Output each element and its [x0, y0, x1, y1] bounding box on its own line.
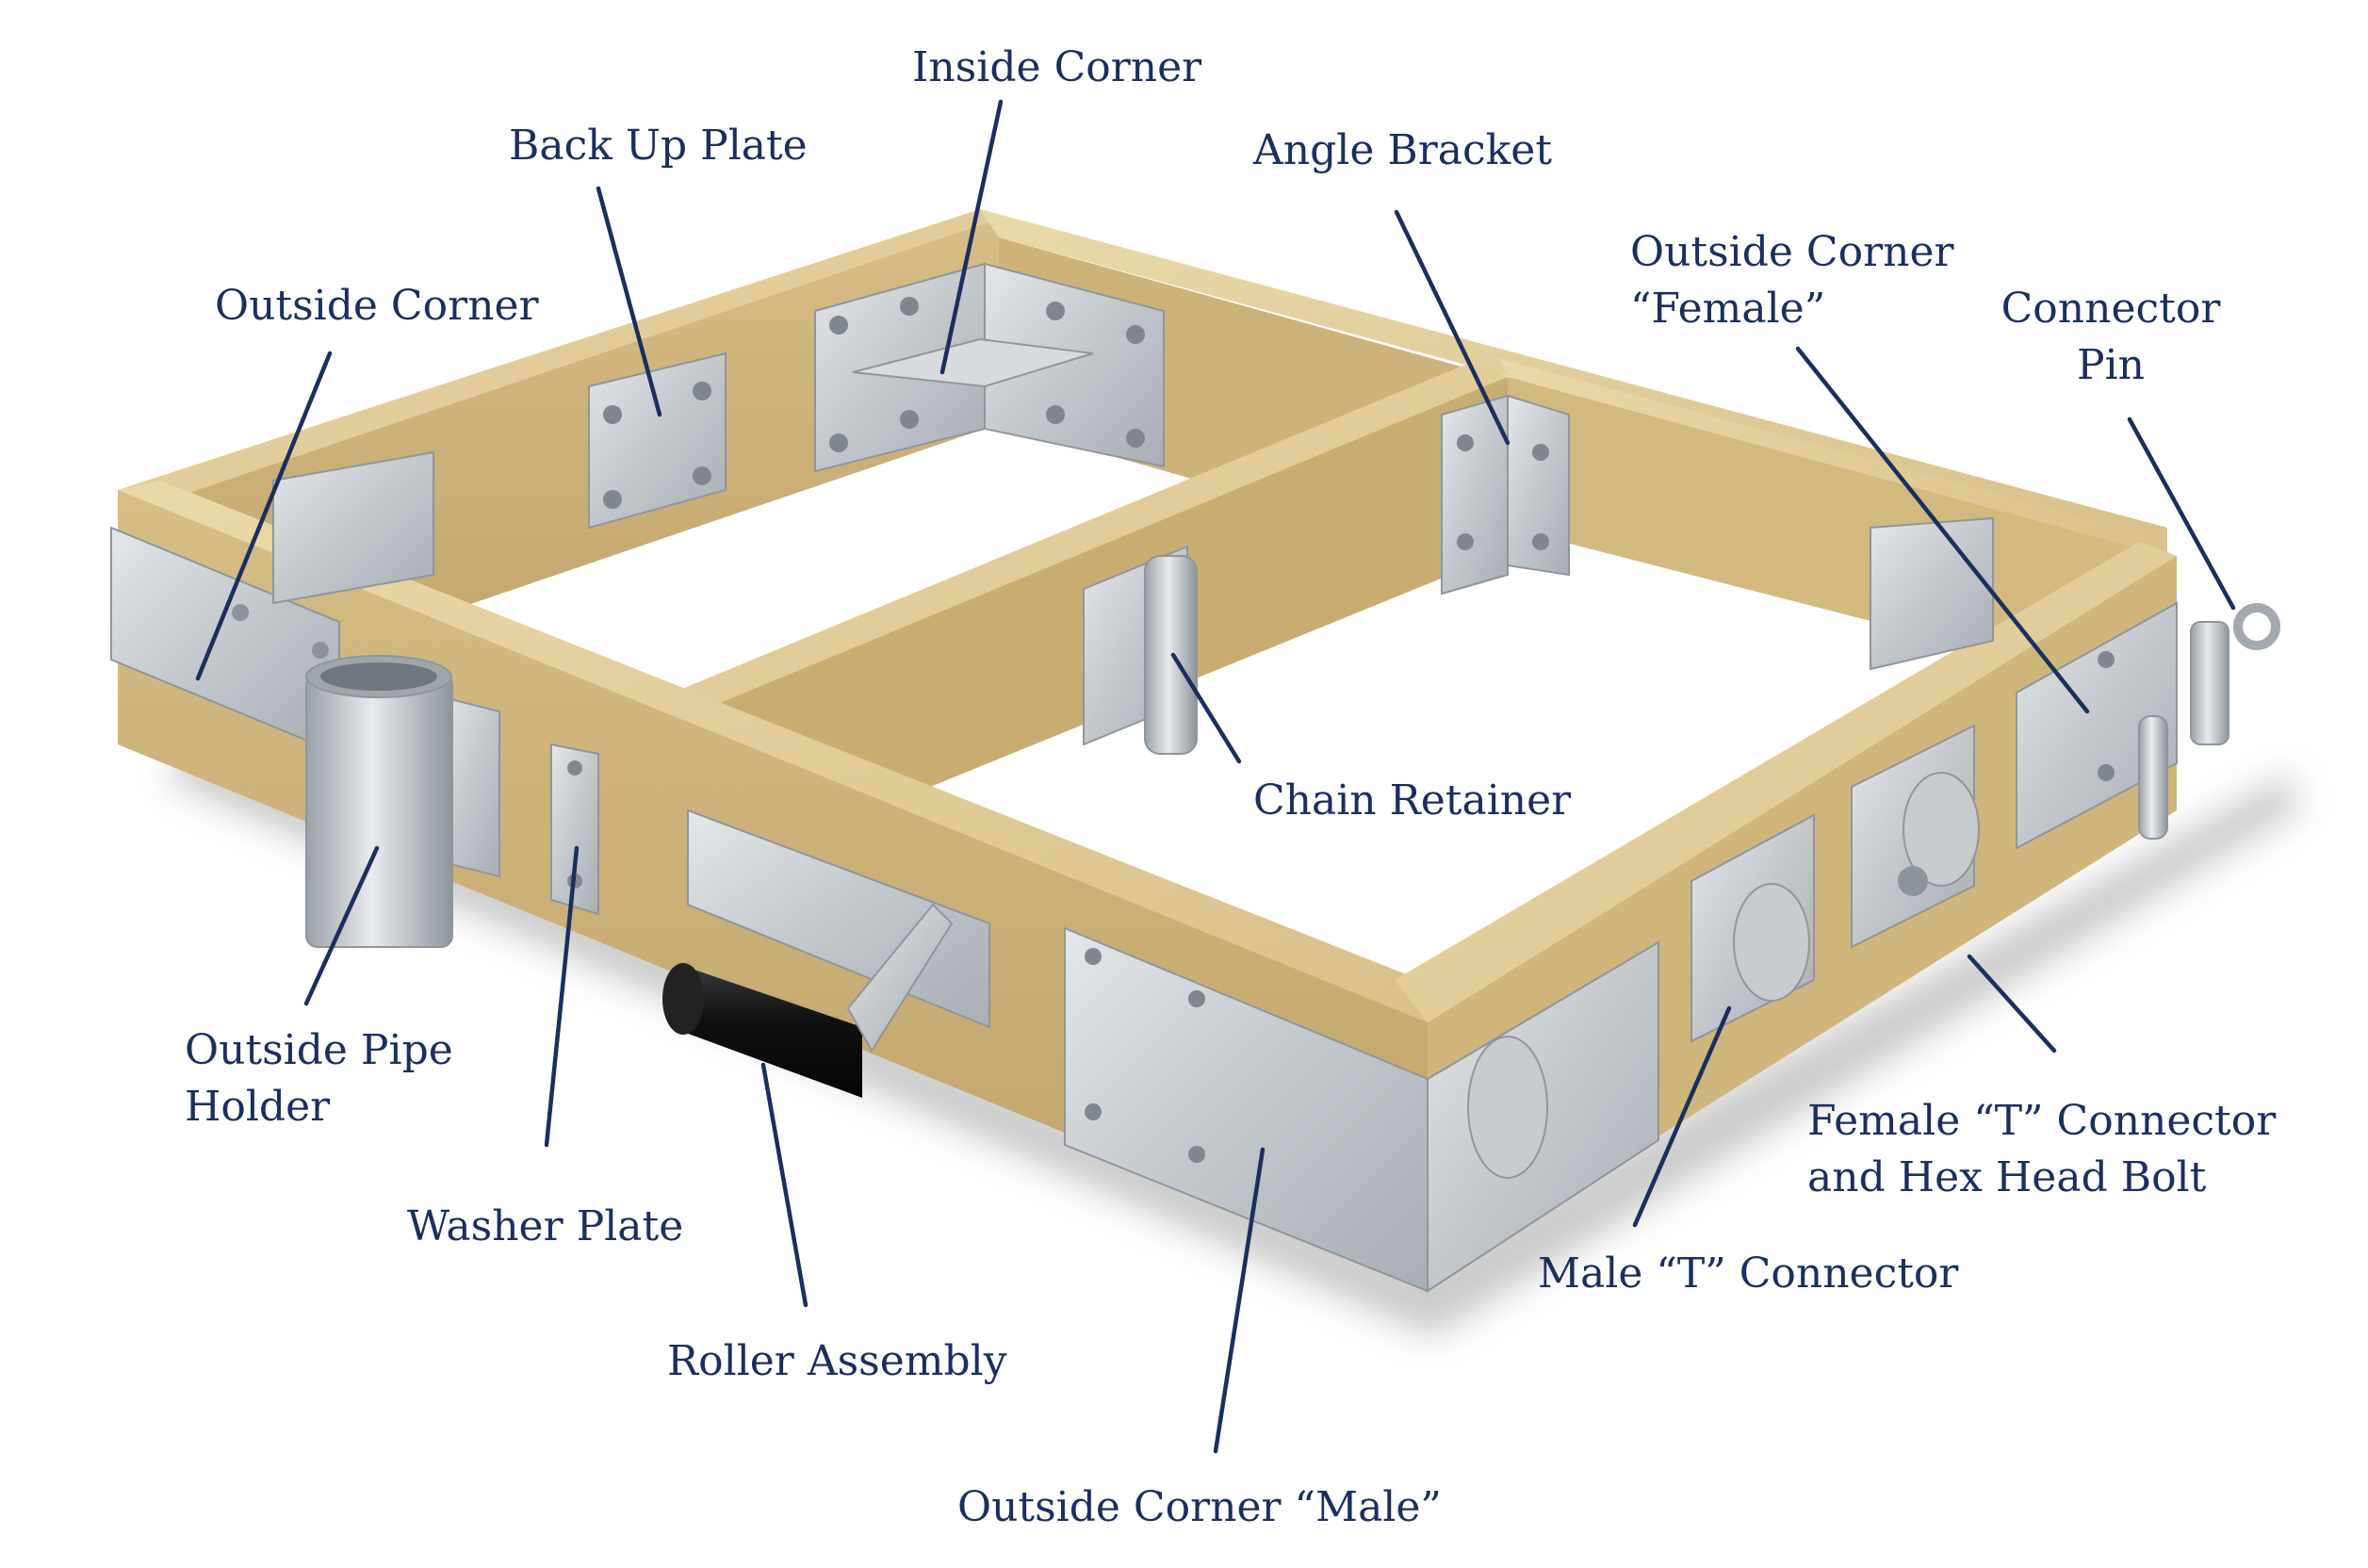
leader-inside-corner: [939, 99, 1004, 375]
leader-outside-corner-male: [1213, 1147, 1266, 1454]
leader-outside-corner-female: [1795, 346, 2090, 714]
label-connector-pin-line2: Pin: [2076, 341, 2145, 389]
label-outside-corner: Outside Corner: [215, 278, 539, 335]
leader-outside-corner: [195, 351, 333, 681]
label-outside-corner-text: Outside Corner: [215, 282, 539, 330]
outside-pipe-holder: [305, 655, 500, 948]
label-female-t-connector: Female “T” Connector and Hex Head Bolt: [1807, 1093, 2276, 1206]
label-outside-pipe-holder-line1: Outside Pipe: [185, 1026, 453, 1074]
label-inside-corner: Inside Corner: [912, 40, 1201, 96]
leader-roller-assembly: [760, 1062, 808, 1308]
connector-pin: [2138, 603, 2280, 840]
label-angle-bracket-text: Angle Bracket: [1253, 126, 1553, 174]
female-t-connector: [1851, 724, 1980, 949]
leader-washer-plate: [544, 845, 580, 1148]
outside-corner-left-plate: [110, 450, 434, 756]
label-outside-corner-female: Outside Corner “Female”: [1630, 224, 1954, 337]
outside-corner-male-plate: [1064, 926, 1659, 1293]
label-connector-pin: Connector Pin: [1998, 281, 2224, 394]
label-washer-plate-text: Washer Plate: [407, 1202, 684, 1250]
label-outside-pipe-holder-line2: Holder: [185, 1083, 331, 1131]
label-connector-pin-line1: Connector: [2001, 285, 2221, 333]
label-roller-assembly-text: Roller Assembly: [667, 1337, 1007, 1385]
label-inside-corner-text: Inside Corner: [912, 43, 1202, 91]
leader-back-up-plate: [596, 186, 662, 417]
label-washer-plate: Washer Plate: [407, 1199, 683, 1255]
label-back-up-plate-text: Back Up Plate: [509, 122, 808, 170]
chain-retainer: [1083, 545, 1198, 755]
angle-bracket: [1441, 394, 1570, 596]
label-male-t-connector: Male “T” Connector: [1538, 1246, 1958, 1302]
label-outside-pipe-holder: Outside Pipe Holder: [185, 1022, 453, 1135]
inside-corner-bracket: [814, 262, 1165, 473]
right-rail: [1498, 358, 2167, 697]
leader-angle-bracket: [1394, 209, 1511, 446]
frame-shadow: [170, 735, 2299, 1338]
label-chain-retainer-text: Chain Retainer: [1253, 776, 1572, 825]
outside-corner-female-plate: [2016, 601, 2178, 850]
roller-assembly: [662, 808, 990, 1098]
leader-outside-pipe-holder: [303, 845, 380, 1006]
male-t-connector: [1690, 813, 1815, 1043]
leader-connector-pin: [2127, 416, 2236, 611]
label-outside-corner-female-line1: Outside Corner: [1630, 228, 1954, 276]
leader-female-t-connector: [1967, 954, 2057, 1054]
leader-male-t-connector: [1632, 1005, 1732, 1228]
label-outside-corner-female-line2: “Female”: [1630, 285, 1826, 333]
label-back-up-plate: Back Up Plate: [509, 118, 808, 174]
label-roller-assembly: Roller Assembly: [667, 1333, 1007, 1390]
back-up-plate: [588, 351, 727, 530]
label-outside-corner-male-text: Outside Corner “Male”: [957, 1483, 1442, 1531]
leader-lines: [195, 99, 2236, 1454]
washer-plate: [550, 743, 599, 916]
leader-chain-retainer: [1170, 652, 1242, 764]
label-angle-bracket: Angle Bracket: [1253, 122, 1552, 179]
label-female-t-connector-line2: and Hex Head Bolt: [1807, 1153, 2207, 1201]
label-female-t-connector-line1: Female “T” Connector: [1807, 1097, 2277, 1145]
label-outside-corner-male: Outside Corner “Male”: [957, 1479, 1442, 1536]
label-chain-retainer: Chain Retainer: [1253, 773, 1571, 829]
label-male-t-connector-text: Male “T” Connector: [1538, 1250, 1959, 1298]
